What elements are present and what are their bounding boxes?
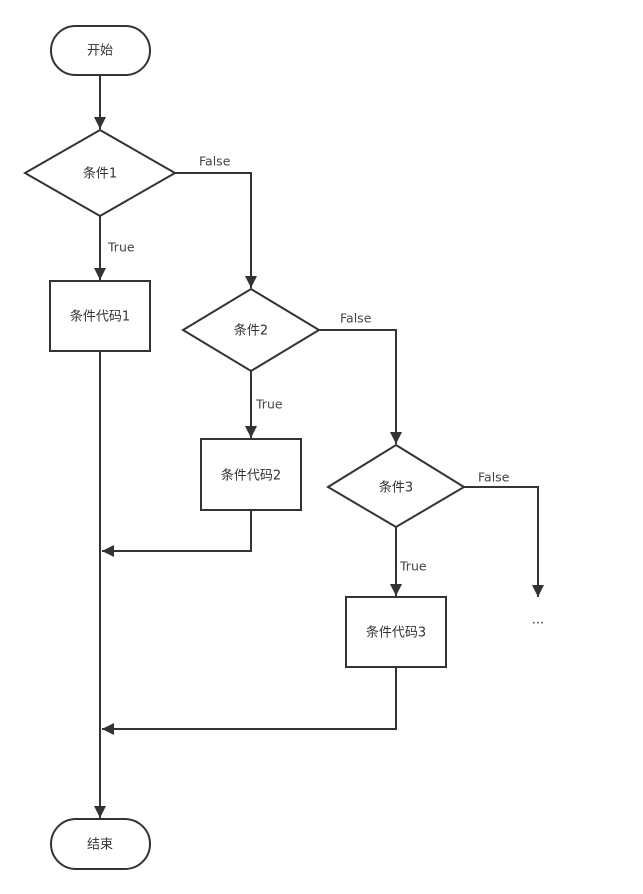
cond3-true-label: True [399, 559, 427, 574]
cond3-false-label: False [478, 470, 510, 485]
edge-code3-merge [102, 667, 397, 735]
cond2-true-label: True [255, 397, 283, 412]
condition-code-1-label: 条件代码1 [70, 309, 130, 325]
condition-code-2-box [200, 438, 302, 511]
edge-cond3-false [464, 486, 544, 597]
condition-3-label: 条件3 [379, 480, 413, 496]
ellipsis-label: ... [532, 613, 544, 628]
condition-2-label: 条件2 [234, 323, 268, 339]
end-node [50, 818, 151, 870]
edge-code2-merge [102, 510, 252, 557]
condition-1-label: 条件1 [83, 166, 117, 182]
edge-cond1-false [175, 172, 257, 288]
condition-code-1-box [49, 280, 151, 352]
start-label: 开始 [87, 44, 113, 59]
condition-3-diamond [326, 443, 466, 529]
condition-code-3-label: 条件代码3 [366, 625, 426, 641]
cond1-false-label: False [199, 154, 231, 169]
condition-1-diamond [22, 128, 178, 218]
end-label: 结束 [87, 838, 113, 853]
edge-cond2-false [319, 329, 402, 444]
condition-code-3-box [345, 596, 447, 668]
condition-2-diamond [181, 287, 321, 373]
condition-code-2-label: 条件代码2 [221, 468, 281, 484]
start-node [50, 25, 151, 76]
cond1-true-label: True [107, 240, 135, 255]
cond2-false-label: False [340, 311, 372, 326]
